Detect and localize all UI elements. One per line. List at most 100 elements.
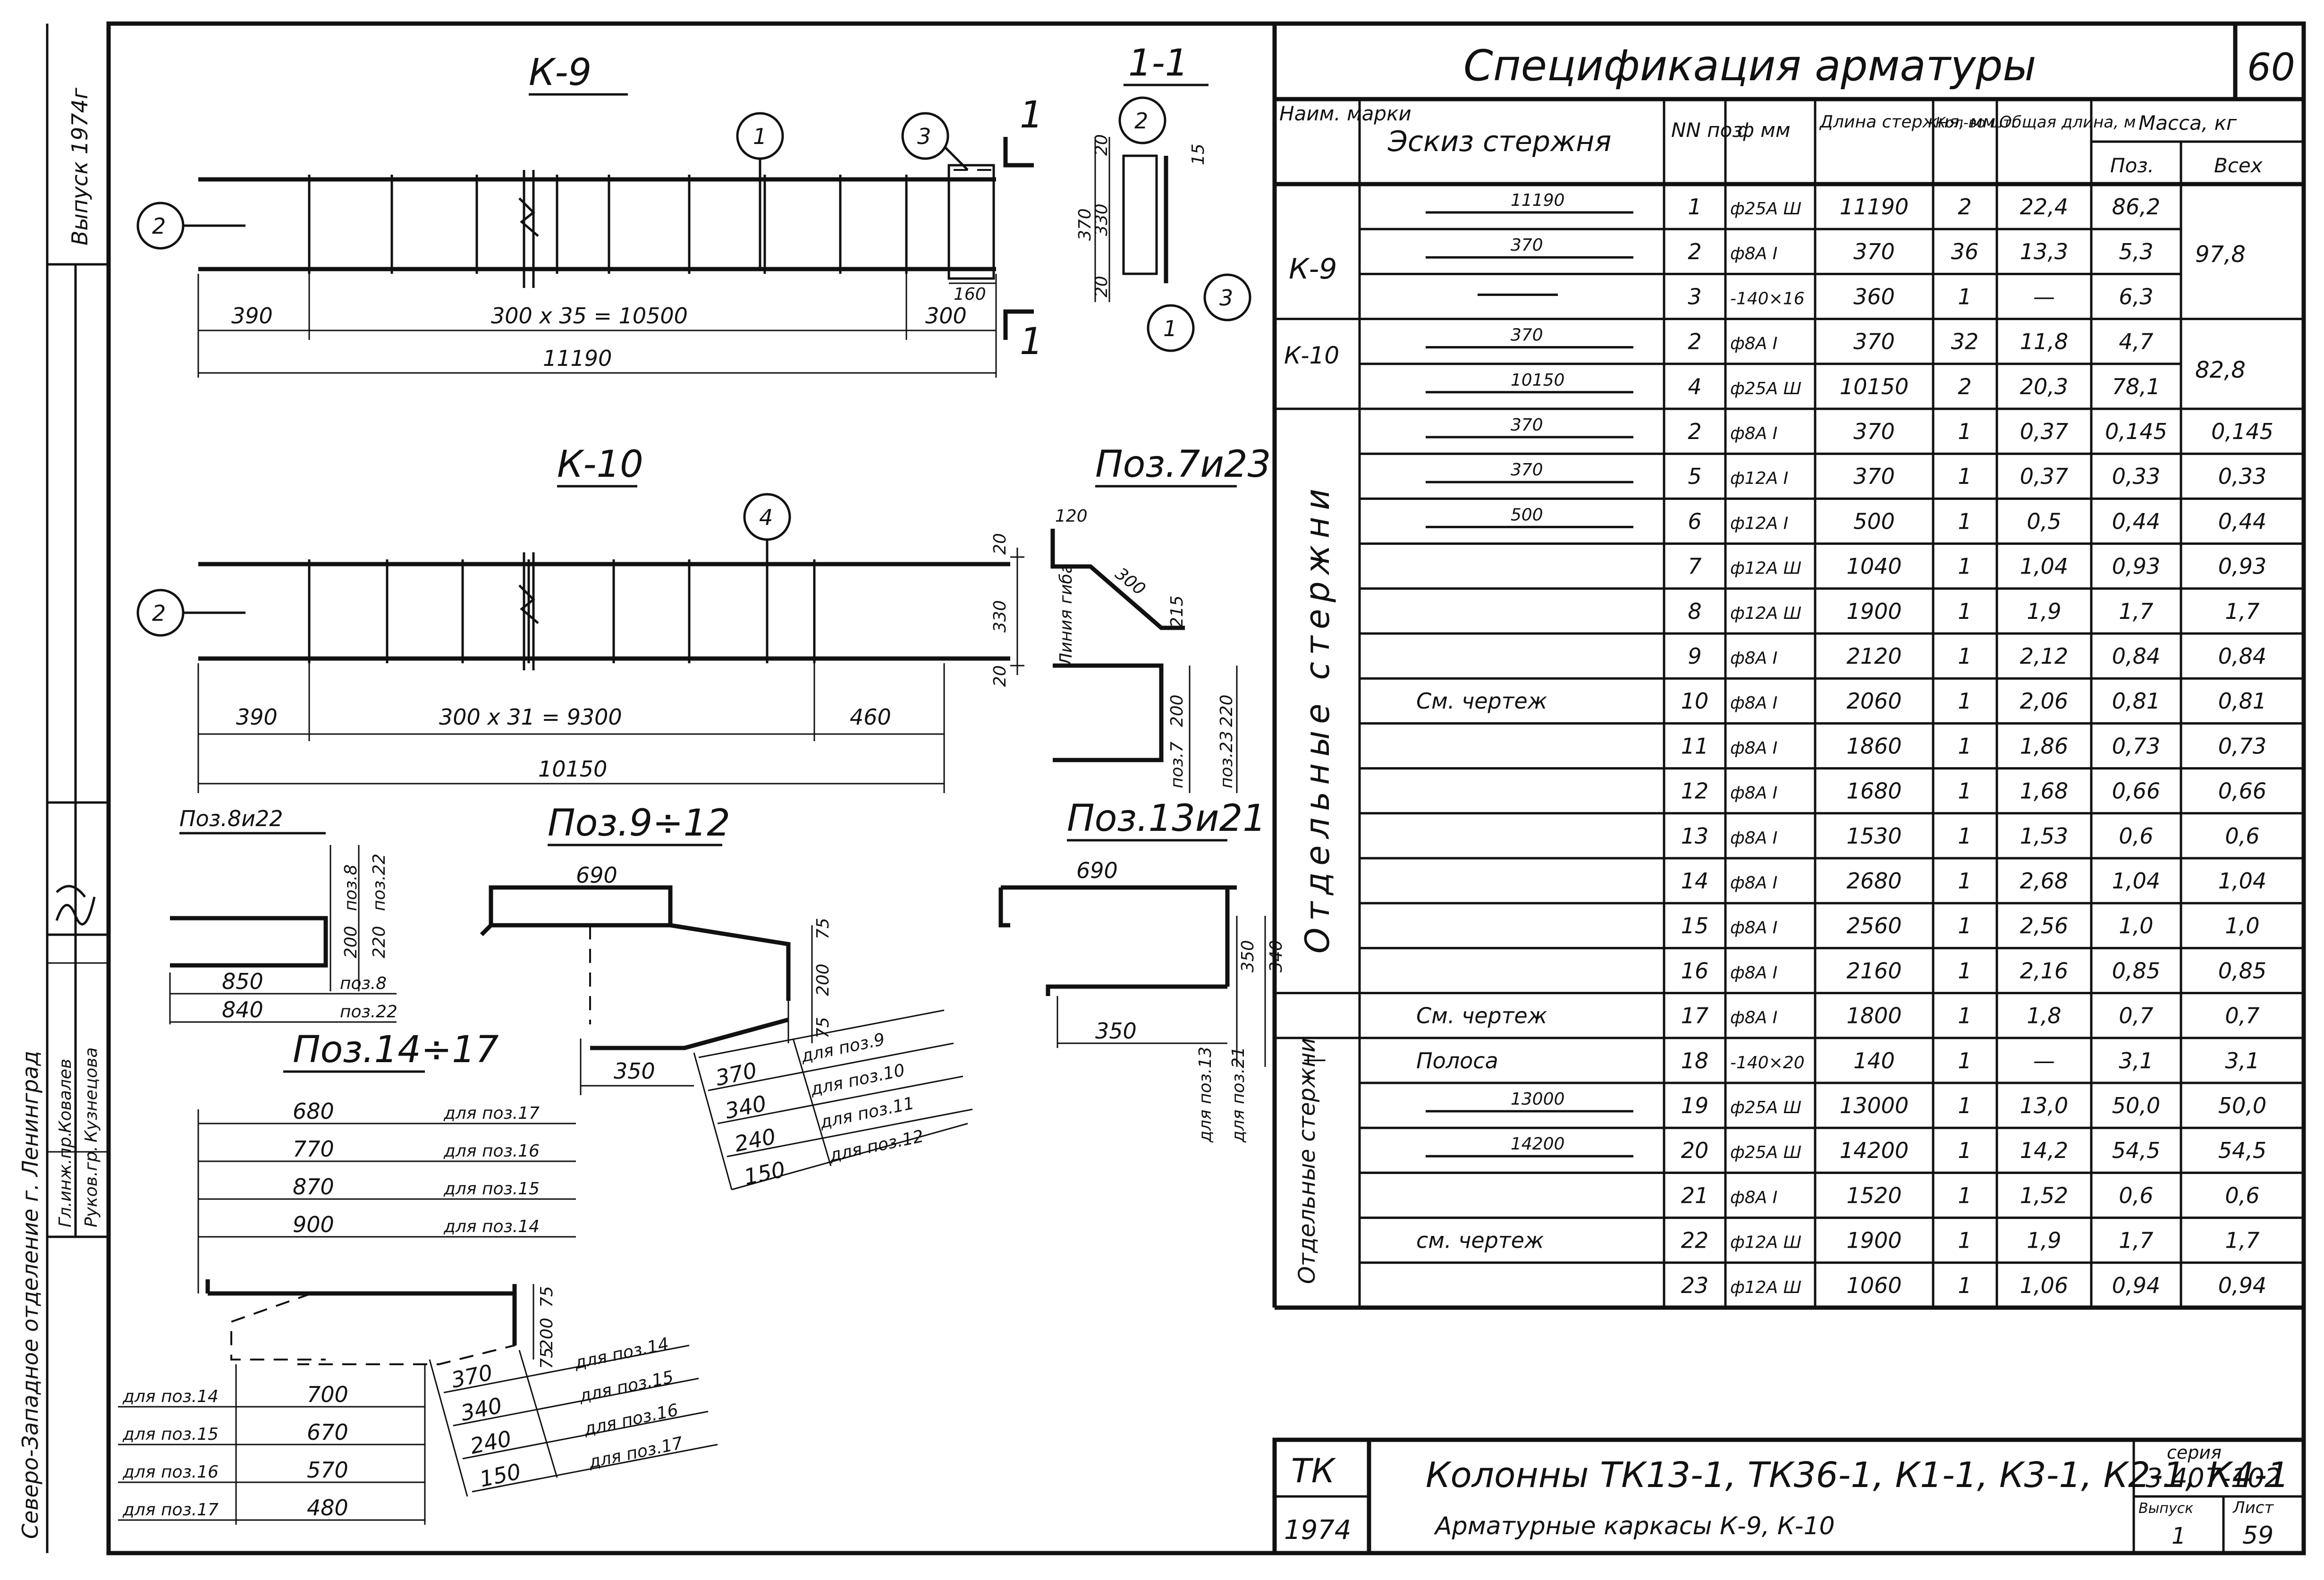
len-cell: 14200 — [1840, 1138, 1909, 1163]
mass-cell: 3,1 — [2119, 1048, 2153, 1073]
hdr-mass-pos: Поз. — [2110, 154, 2154, 177]
all-cell: 0,6 — [2225, 823, 2259, 849]
tlen-cell: 20,3 — [2020, 374, 2068, 399]
svg-text:поз.22: поз.22 — [370, 853, 389, 911]
tb-sheet: 59 — [2242, 1521, 2273, 1550]
svg-text:200: 200 — [813, 963, 833, 996]
svg-text:120: 120 — [1055, 507, 1088, 526]
svg-text:поз.23: поз.23 — [1217, 731, 1236, 788]
drawing-k10: К-10 2 4 330 20 20 390 — [136, 443, 1024, 793]
hdr-mark: Наим. марки — [1279, 102, 1411, 125]
qty-cell: 1 — [1958, 1048, 1971, 1073]
qty-cell: 1 — [1958, 599, 1971, 624]
svg-text:для поз.17: для поз.17 — [443, 1104, 540, 1123]
tlen-cell: 11,8 — [2020, 329, 2068, 355]
mass-cell: 1,7 — [2119, 599, 2153, 624]
all-cell: 1,7 — [2225, 1228, 2259, 1253]
section-1-1: 1-1 2 3 1 370 330 20 20 15 — [1075, 42, 1251, 352]
dia-cell: ф8А I — [1730, 693, 1777, 713]
mass-cell: 0,66 — [2112, 778, 2160, 804]
svg-text:690: 690 — [576, 862, 617, 888]
tlen-cell: 2,16 — [2020, 958, 2068, 983]
svg-text:75: 75 — [537, 1286, 557, 1308]
pos9-12-table: 370 340 240 150 для поз.9 для поз.10 для… — [693, 1009, 973, 1191]
sheet-frame — [106, 21, 2306, 1555]
mass-cell: 78,1 — [2112, 374, 2160, 399]
hdr-len: Длина стержня, мм — [1819, 112, 1995, 132]
stamp-signature — [55, 885, 96, 926]
len-cell: 1520 — [1846, 1183, 1901, 1208]
dia-cell: ф8А I — [1730, 649, 1777, 668]
svg-text:поз.7: поз.7 — [1167, 742, 1187, 788]
qty-cell: 1 — [1958, 284, 1971, 309]
k10-title: К-10 — [557, 443, 643, 486]
len-cell: 2120 — [1846, 643, 1901, 669]
k9-cut-mark-bottom: 1 — [1020, 321, 1043, 363]
tlen-cell: 0,5 — [2027, 508, 2061, 534]
sketch-cell: 370 — [1511, 415, 1543, 435]
len-cell: 1900 — [1846, 1228, 1901, 1253]
sketch-cell: 14200 — [1511, 1134, 1565, 1154]
svg-text:для поз.14: для поз.14 — [572, 1334, 670, 1373]
pos-cell: 20 — [1681, 1138, 1709, 1163]
svg-text:для поз.16: для поз.16 — [443, 1141, 540, 1161]
len-cell: 370 — [1853, 239, 1895, 264]
dia-cell: ф12А Ш — [1730, 559, 1801, 578]
all-cell: 0,7 — [2225, 1003, 2259, 1029]
stamp-issue: Выпуск 1974г — [67, 87, 93, 245]
pos-cell: 22 — [1681, 1228, 1709, 1253]
tlen-cell: 1,8 — [2027, 1003, 2061, 1029]
qty-cell: 1 — [1958, 823, 1971, 849]
qty-cell: 1 — [1958, 554, 1971, 579]
sketch-cell: 370 — [1511, 326, 1543, 345]
dia-cell: ф25А Ш — [1730, 379, 1801, 398]
all-cell: 0,85 — [2218, 958, 2266, 983]
len-cell: 360 — [1853, 284, 1895, 309]
qty-cell: 1 — [1958, 958, 1971, 983]
svg-text:для поз.10: для поз.10 — [808, 1060, 906, 1099]
len-cell: 140 — [1853, 1048, 1895, 1073]
mass-cell: 0,73 — [2112, 733, 2160, 759]
dia-cell: ф8А I — [1730, 784, 1777, 803]
svg-text:690: 690 — [1076, 858, 1118, 883]
svg-text:680: 680 — [293, 1098, 334, 1124]
k9-callout-3 — [901, 112, 949, 160]
pos-cell: 7 — [1688, 554, 1701, 579]
all-cell: 1,0 — [2225, 913, 2259, 938]
svg-text:370: 370 — [1075, 208, 1095, 241]
svg-text:20: 20 — [990, 665, 1010, 687]
tlen-cell: 1,52 — [2020, 1183, 2068, 1208]
sketch-cell: 10150 — [1511, 371, 1565, 390]
k9-dim-300: 300 — [925, 303, 967, 329]
mass-cell: 0,85 — [2112, 958, 2160, 983]
svg-text:поз.22: поз.22 — [340, 1002, 397, 1022]
hdr-pos: NN поз. — [1671, 118, 1749, 142]
svg-text:2: 2 — [152, 600, 166, 626]
svg-text:370: 370 — [449, 1360, 495, 1393]
pos-cell: 5 — [1688, 464, 1701, 489]
svg-text:для поз.14: для поз.14 — [443, 1217, 540, 1236]
all-cell: 50,0 — [2218, 1093, 2266, 1118]
len-cell: 1680 — [1846, 778, 1901, 804]
len-cell: 2680 — [1846, 868, 1901, 894]
tlen-cell: 22,4 — [2020, 194, 2068, 220]
svg-text:20: 20 — [1092, 134, 1111, 156]
dia-cell: -140×20 — [1730, 1053, 1805, 1073]
stamp-org: Северо-Западное отделение г. Ленинград — [17, 1051, 43, 1539]
svg-text:240: 240 — [468, 1426, 514, 1459]
pos-cell: 17 — [1681, 1003, 1709, 1029]
svg-text:поз.8: поз.8 — [341, 864, 361, 911]
hdr-mass: Масса, кг — [2138, 111, 2237, 135]
tlen-cell: 1,53 — [2020, 823, 2068, 849]
bend-line-label: Линия гиба — [1056, 563, 1076, 667]
svg-text:220: 220 — [370, 926, 389, 958]
len-cell: 500 — [1853, 508, 1895, 534]
